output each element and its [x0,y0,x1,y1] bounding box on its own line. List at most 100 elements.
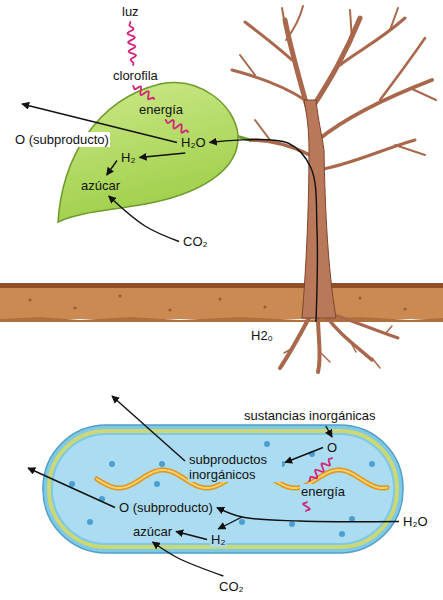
soil-band [0,283,443,288]
soil-band [219,298,222,301]
tree-branches [395,145,425,155]
tree-roots [284,348,293,353]
tree-branches [240,55,255,75]
soil-band [29,299,32,302]
formula-label: CO₂ [218,579,245,594]
text-slot: H₂O [180,133,207,151]
formula-label: H₂ [210,532,226,547]
reaction-arrow [176,532,207,540]
soil-band [169,309,172,312]
cell-granule [264,441,270,447]
energy-label: energía [300,484,346,499]
energy-wave [309,458,332,481]
reaction-arrow [107,161,117,176]
energy-wave [133,86,154,99]
leaf-shape [50,66,250,232]
leaf: clorofila energíaH₂O H₂ azúcar [50,66,250,232]
tree-branches [245,22,292,60]
tree-trunk [302,100,336,318]
text-slot: H₂ [120,148,136,166]
tree-branches [390,8,398,30]
reaction-arrow [153,542,224,576]
reaction-arrow [218,517,242,529]
product-label: azúcar [132,524,173,539]
energy-wave [303,502,310,511]
formula-label: H₂O [180,135,207,150]
text-slot: O (subproducto) [118,498,214,516]
pigment-label: clorofila [112,68,159,83]
text-slot: azúcar [132,522,173,540]
text-slot: clorofila [112,66,159,84]
tree-roots [318,316,320,372]
reaction-arrow [28,468,115,508]
cytoplasm [53,435,393,543]
text-slot: H2₀ [250,326,274,344]
reaction-arrow [139,153,185,158]
tree-branches [282,8,285,25]
cell-wall [49,431,397,547]
reaction-arrow [285,448,323,463]
text-slot: sustancias inorgánicas [243,406,377,424]
cell-granule [87,519,93,525]
tree-branches [318,140,415,170]
text-slot: energía [300,482,346,500]
energy-label: energía [138,102,184,117]
product-label: azúcar [80,178,121,193]
cell-granule [339,531,345,537]
tree-branches [314,18,360,105]
energy-wave [128,22,136,65]
leaf-blade [58,83,238,222]
tree-branches [232,6,436,170]
energy-wave [166,120,188,133]
cell-granule [154,481,160,487]
soil-band [0,317,443,322]
cell-granule [239,519,245,525]
tree-roots [326,316,372,360]
tree-branches [410,88,436,100]
tree-trunk [302,100,336,318]
soil-band [74,307,77,310]
input-label: sustancias inorgánicas [243,408,377,423]
reaction-arrow [112,396,185,461]
byproduct-label: O (subproducto) [118,500,214,515]
formula-label: H₂ [120,150,136,165]
tree-branches [255,120,270,140]
tree-roots [280,314,398,372]
reaction-arrow [326,426,332,437]
reaction-arrow [217,508,399,522]
text-slot: CO₂ [182,232,209,250]
text-slot: O (subproducto) [14,130,110,148]
text-slot: energía [138,100,184,118]
cell-granule [369,461,375,467]
tree-roots [372,358,380,368]
formula-label: H2₀ [250,328,274,343]
tree-branches [286,6,303,40]
text-slot: O [326,438,338,456]
tree-branches [350,10,352,40]
cell-granule [69,481,75,487]
soil-band [404,308,407,311]
tree-branches [340,18,405,65]
tree-roots [320,352,330,362]
text-slot: CO₂ [218,577,245,595]
reaction-arrow [22,104,177,143]
soil-band [0,283,443,319]
byproduct-label: O (subproducto) [14,132,110,147]
soil-band [0,283,443,322]
formula-label: CO₂ [182,234,209,249]
soil-band [264,306,267,309]
reaction-arrow [210,139,318,322]
text-slot: subproductos inorgánicos [188,452,282,483]
cell-granule [289,521,295,527]
tree-roots [350,341,356,352]
bacterium-cell: Osubproductos inorgánicos energía O (subpr… [42,424,404,554]
text-slot: H₂O [402,512,429,530]
tree-branches [318,80,432,140]
soil-band [359,297,362,300]
reaction-arrow [109,196,179,242]
tree-branches [380,38,425,100]
tree-roots [332,314,398,338]
tree-roots [280,316,310,368]
cell-granule [109,461,115,467]
